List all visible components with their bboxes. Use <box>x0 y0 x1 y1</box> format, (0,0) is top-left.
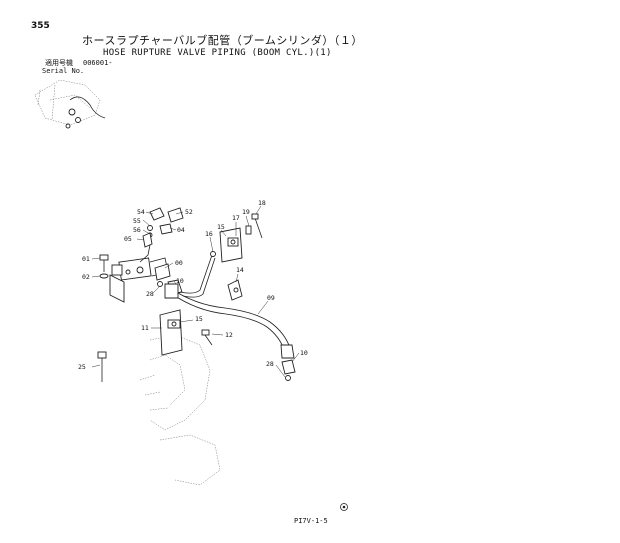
clamp-14 <box>227 279 243 301</box>
bolt-and-washer <box>99 254 109 279</box>
part-label: 00 <box>175 259 183 267</box>
part-label: 25 <box>78 363 86 371</box>
leader-lines <box>91 205 300 378</box>
lower-bracket <box>159 309 213 356</box>
part-label: 16 <box>205 230 213 238</box>
hose-rupture-valve <box>109 257 169 303</box>
part-label: 09 <box>267 294 275 302</box>
part-label: 05 <box>124 235 132 243</box>
part-label: 18 <box>258 199 266 207</box>
part-labels: 54 52 55 56 04 05 01 00 02 28 10 16 15 1… <box>78 199 308 371</box>
page-number: 355 <box>31 21 50 31</box>
serial-value: 006001- <box>83 59 113 67</box>
part-label: 15 <box>217 223 225 231</box>
part-label: 54 <box>137 208 145 216</box>
hose-16 <box>179 251 216 298</box>
main-hose-09 <box>164 283 295 359</box>
registration-mark <box>340 503 348 511</box>
part-label: 10 <box>300 349 308 357</box>
bolt-25 <box>97 351 107 382</box>
part-label: 02 <box>82 273 90 281</box>
part-label: 28 <box>146 290 154 298</box>
machine-thumbnail <box>34 79 106 129</box>
part-label: 01 <box>82 255 90 263</box>
machine-outline <box>139 334 221 486</box>
serial-label-japanese: 適用号機 <box>45 59 73 67</box>
title-japanese: ホースラプチャーバルブ配管（ブームシリンダ）（１） <box>82 34 363 47</box>
part-label: 52 <box>185 208 193 216</box>
title-english: HOSE RUPTURE VALVE PIPING (BOOM CYL.)(1) <box>103 48 332 58</box>
part-label: 55 <box>133 217 141 225</box>
part-label: 17 <box>232 214 240 222</box>
part-label: 19 <box>242 208 250 216</box>
part-label: 28 <box>266 360 274 368</box>
part-label: 11 <box>141 324 149 332</box>
lower-fittings <box>281 359 296 381</box>
part-label: 04 <box>177 226 185 234</box>
serial-label-english: Serial No. <box>42 67 85 75</box>
upper-fittings <box>139 207 184 263</box>
page-code: PI7V-1-5 <box>294 517 328 525</box>
part-label: 12 <box>225 331 233 339</box>
part-label: 56 <box>133 226 141 234</box>
part-label: 10 <box>176 277 184 285</box>
part-label: 14 <box>236 266 244 274</box>
hose-bracket <box>219 213 263 263</box>
part-label: 15 <box>195 315 203 323</box>
